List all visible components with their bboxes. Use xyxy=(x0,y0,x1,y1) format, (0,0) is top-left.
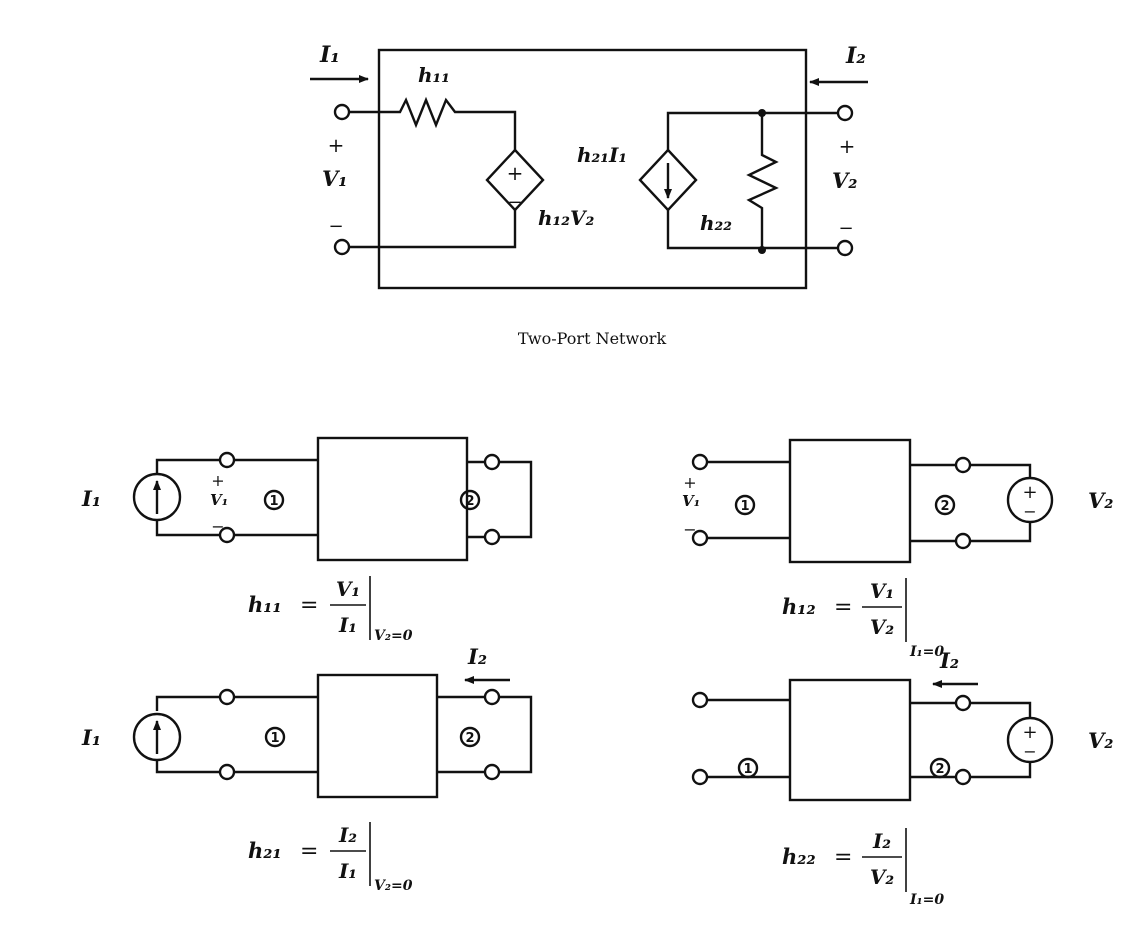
port-1-label: 1 xyxy=(269,494,278,509)
V2-minus: − xyxy=(838,218,853,239)
network-box xyxy=(316,436,469,562)
source-minus: − xyxy=(507,192,522,213)
port-2-marker xyxy=(929,757,951,779)
label-V1: V₁ xyxy=(322,166,348,191)
V1-plus: + xyxy=(328,133,345,157)
label-I1: I₁ xyxy=(319,42,340,68)
port-2-marker xyxy=(459,726,481,748)
port-2-label: 2 xyxy=(940,499,949,514)
panel-h21: I₂ I₁ 1 2 h₂₁ = I₂ I₁ V₂=0 xyxy=(81,644,533,894)
terminal xyxy=(333,103,351,121)
V1-minus: − xyxy=(328,216,343,237)
svg-text:−: − xyxy=(683,520,696,539)
formula-numerator: I₂ xyxy=(338,823,357,847)
h11-resistor xyxy=(349,96,517,150)
formula-denominator: I₁ xyxy=(338,613,357,637)
panel-h12: + − V₂ + V₁ − 1 2 h₁₂ = V₁ V₂ I₁=0 xyxy=(682,438,1114,660)
formula-h11: h₁₁ = V₁ I₁ V₂=0 xyxy=(248,576,413,644)
source-label: I₁ xyxy=(81,725,101,750)
V2-plus: + xyxy=(839,134,856,158)
formula-condition: V₂=0 xyxy=(374,878,413,894)
svg-text:+: + xyxy=(1022,722,1037,743)
formula-denominator: V₂ xyxy=(870,615,895,639)
current-label: I₂ xyxy=(467,644,487,669)
formula-h22: h₂₂ = I₂ V₂ I₁=0 xyxy=(782,828,944,908)
v-label: V₁ xyxy=(682,492,700,510)
port-1-label: 1 xyxy=(740,499,749,514)
port-1-label: 1 xyxy=(743,762,752,777)
formula-denominator: I₁ xyxy=(338,859,357,883)
port-1-marker xyxy=(734,494,756,516)
port-1-label: 1 xyxy=(270,731,279,746)
voltage-source xyxy=(1006,716,1054,764)
h22-resistor xyxy=(746,113,779,248)
two-port-network: + − I₁ I₂ h₁₁ h₁₂V₂ h₂₁I₁ h₂₂ + V₁ − + V… xyxy=(310,42,868,348)
network-box xyxy=(788,438,912,564)
svg-text:+: + xyxy=(211,471,224,490)
formula-denominator: V₂ xyxy=(870,865,895,889)
label-h11: h₁₁ xyxy=(418,63,450,87)
network-box xyxy=(377,48,808,290)
formula-numerator: V₁ xyxy=(336,577,360,601)
network-box xyxy=(788,678,912,802)
svg-text:+: + xyxy=(1022,482,1037,503)
formula-numerator: V₁ xyxy=(870,579,894,603)
label-h12V2: h₁₂V₂ xyxy=(538,206,595,230)
panel-h22: + − V₂ I₂ 1 2 h₂₂ = I₂ V₂ I₁=0 xyxy=(691,648,1114,908)
port-1-marker xyxy=(737,757,759,779)
panel-h11: I₁ + V₁ − 1 2 h₁₁ = V₁ I₁ V₂=0 xyxy=(81,436,533,644)
svg-text:−: − xyxy=(1023,742,1036,761)
label-V2: V₂ xyxy=(832,168,858,193)
v-label: V₁ xyxy=(210,491,228,509)
formula-lhs: h₂₂ xyxy=(782,844,816,869)
voltage-source xyxy=(1006,476,1054,524)
formula-eq: = xyxy=(300,593,318,618)
terminal xyxy=(836,239,854,257)
svg-text:+: + xyxy=(683,473,696,492)
svg-text:−: − xyxy=(211,517,224,536)
network-box xyxy=(316,673,439,799)
formula-h12: h₁₂ = V₁ V₂ I₁=0 xyxy=(782,578,944,660)
label-h22: h₂₂ xyxy=(700,211,732,235)
formula-condition: V₂=0 xyxy=(374,628,413,644)
node-dot xyxy=(758,109,766,117)
source-plus: + xyxy=(507,161,524,185)
port-1-marker xyxy=(263,489,285,511)
port-2-marker xyxy=(459,489,481,511)
source-label: V₂ xyxy=(1088,728,1114,753)
formula-condition: I₁=0 xyxy=(909,892,944,908)
formula-lhs: h₂₁ xyxy=(248,838,282,863)
port-2-label: 2 xyxy=(935,762,944,777)
source-label: I₁ xyxy=(81,486,101,511)
terminal xyxy=(836,104,854,122)
formula-eq: = xyxy=(300,839,318,864)
formula-eq: = xyxy=(834,595,852,620)
svg-text:−: − xyxy=(1023,502,1036,521)
port-2-label: 2 xyxy=(465,731,474,746)
formula-h21: h₂₁ = I₂ I₁ V₂=0 xyxy=(248,822,413,894)
node-dot xyxy=(758,246,766,254)
port-2-label: 2 xyxy=(465,494,474,509)
caption: Two-Port Network xyxy=(518,329,667,348)
formula-lhs: h₁₂ xyxy=(782,594,816,619)
formula-condition: I₁=0 xyxy=(909,644,944,660)
current-label: I₂ xyxy=(939,648,959,673)
formula-lhs: h₁₁ xyxy=(248,592,282,617)
source-label: V₂ xyxy=(1088,488,1114,513)
formula-numerator: I₂ xyxy=(872,829,891,853)
port-2-marker xyxy=(934,494,956,516)
terminal xyxy=(333,238,351,256)
port-1-marker xyxy=(264,726,286,748)
label-I2: I₂ xyxy=(845,43,866,69)
label-h21I1: h₂₁I₁ xyxy=(577,143,627,167)
formula-eq: = xyxy=(834,845,852,870)
